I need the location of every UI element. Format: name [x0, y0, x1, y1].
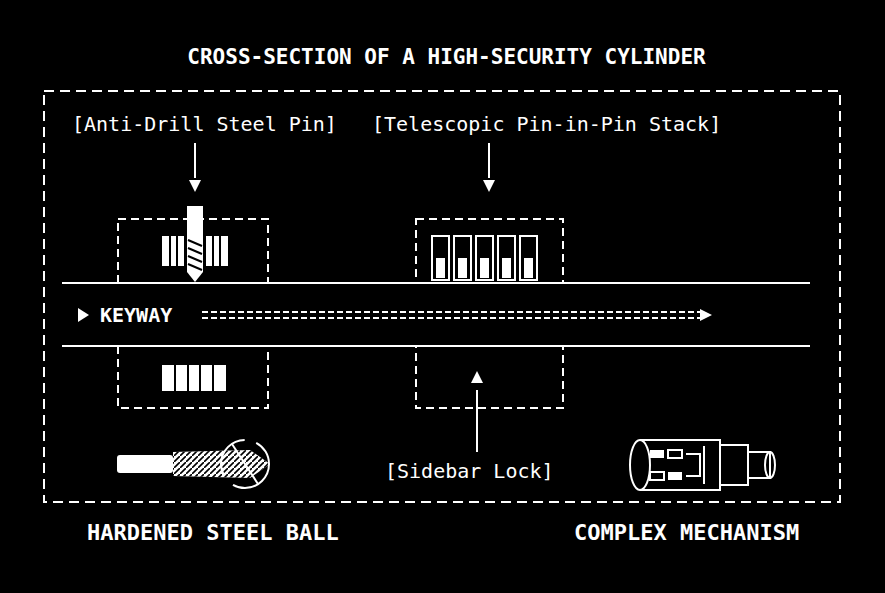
leader-line — [488, 143, 490, 178]
telescopic-pin-stack — [432, 236, 537, 280]
inner-pin — [458, 258, 467, 278]
part-callout: [Anti-Drill Steel Pin] — [72, 111, 337, 137]
housing-outline — [44, 91, 840, 502]
keyway-marker — [78, 308, 89, 322]
feature-label: HARDENED STEEL BALL — [87, 519, 339, 547]
inner-pin — [524, 258, 533, 278]
keyway-label: KEYWAY — [100, 302, 172, 328]
feature-label: COMPLEX MECHANISM — [574, 519, 799, 547]
anti-drill-pin — [162, 206, 228, 282]
part-callout: [Sidebar Lock] — [385, 458, 554, 484]
pin-chamber — [118, 346, 268, 408]
cylinder-icon — [630, 440, 775, 490]
arrow-head — [471, 371, 483, 383]
part-callout: [Telescopic Pin-in-Pin Stack] — [372, 111, 721, 137]
leader-line — [194, 143, 196, 178]
outer-pin — [498, 236, 515, 280]
drill-bit-icon — [117, 440, 270, 488]
insertion-arrow — [202, 311, 700, 313]
inner-pin — [436, 258, 445, 278]
arrow-head — [189, 180, 201, 192]
insertion-arrow — [202, 317, 700, 319]
steel-ball-blocks — [162, 365, 226, 391]
outer-pin — [476, 236, 493, 280]
inner-pin — [502, 258, 511, 278]
diagram-title: CROSS-SECTION OF A HIGH-SECURITY CYLINDE… — [4, 44, 885, 70]
outer-pin — [454, 236, 471, 280]
outer-pin — [432, 236, 449, 280]
outer-pin — [520, 236, 537, 280]
inner-pin — [480, 258, 489, 278]
arrow-head — [700, 309, 712, 321]
pin-chamber — [416, 346, 563, 408]
pin-chamber — [416, 219, 563, 283]
leader-line — [476, 390, 478, 452]
arrow-head — [483, 180, 495, 192]
